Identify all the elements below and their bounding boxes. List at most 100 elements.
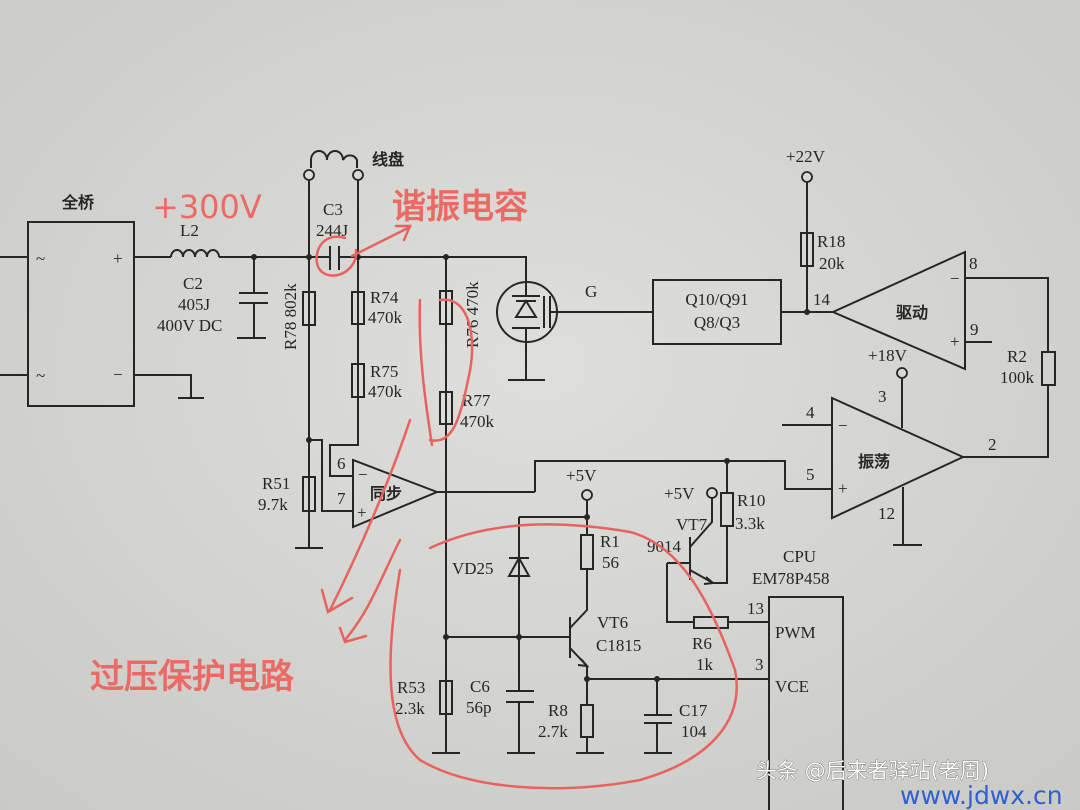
resistor-r2 bbox=[1041, 351, 1056, 386]
cpu-pwm-pin: PWM bbox=[775, 623, 816, 642]
cpu-vce-pin: VCE bbox=[775, 677, 809, 696]
capacitor-c2: C2 405J 400V DC bbox=[157, 257, 268, 339]
pin-plus: + bbox=[113, 249, 123, 268]
pin-minus: − bbox=[113, 365, 123, 384]
sync-comparator: 同步 6 7 − + bbox=[337, 454, 440, 529]
driver-stage-line1: Q10/Q91 bbox=[685, 290, 748, 309]
r10-label: R10 bbox=[737, 491, 765, 510]
watermark-site: www.jdwx.cn bbox=[900, 781, 1063, 810]
c17-label: C17 bbox=[679, 701, 708, 720]
r6-label: R6 bbox=[692, 634, 712, 653]
driver-plus: + bbox=[950, 332, 960, 351]
c2-rating: 400V DC bbox=[157, 316, 222, 335]
c6-value: 56p bbox=[466, 698, 492, 717]
cpu-title: CPU bbox=[783, 547, 816, 566]
full-bridge: 全桥 ~ ~ + − bbox=[0, 193, 204, 407]
cpu-pin-3: 3 bbox=[755, 655, 764, 674]
osc-minus: − bbox=[838, 416, 848, 435]
pin-9: 9 bbox=[970, 320, 979, 339]
pin-8: 8 bbox=[969, 254, 978, 273]
c2-label: C2 bbox=[183, 274, 203, 293]
r6-value: 1k bbox=[696, 655, 714, 674]
sync-label: 同步 bbox=[370, 484, 402, 503]
annotation-300v: +300V bbox=[152, 188, 262, 226]
r76-r77-wire bbox=[432, 257, 460, 754]
resistor-r78 bbox=[302, 291, 316, 326]
l2-label: L2 bbox=[180, 221, 199, 240]
r74-r75-wire bbox=[309, 257, 359, 512]
c6-label: C6 bbox=[470, 677, 490, 696]
pin-12: 12 bbox=[878, 504, 895, 523]
r75-label: R75 bbox=[370, 362, 398, 381]
driver-minus: − bbox=[950, 269, 960, 288]
resistor-r75 bbox=[351, 363, 365, 398]
r78-label: R78 802k bbox=[281, 283, 300, 350]
c17-value: 104 bbox=[681, 722, 707, 741]
rail-18v-label: +18V bbox=[868, 346, 908, 365]
pin-6: 6 bbox=[337, 454, 346, 473]
pin-ac1: ~ bbox=[36, 249, 45, 268]
work-coil: 线盘 bbox=[303, 150, 404, 257]
r76-label: R76 470k bbox=[463, 281, 482, 348]
cpu-model: EM78P458 bbox=[752, 569, 829, 588]
pin-5: 5 bbox=[806, 465, 815, 484]
pin-7: 7 bbox=[337, 489, 346, 508]
red-annotations: +300V 谐振电容 过压保护电路 bbox=[90, 187, 738, 790]
resistor-r53 bbox=[439, 680, 453, 715]
vt6-label: VT6 bbox=[597, 613, 628, 632]
r77-value: 470k bbox=[460, 412, 495, 431]
osc-plus: + bbox=[838, 479, 848, 498]
pin-13: 13 bbox=[747, 599, 764, 618]
driver-stage-line2: Q8/Q3 bbox=[694, 313, 740, 332]
rail-22v-label: +22V bbox=[786, 147, 826, 166]
vt6-value: C1815 bbox=[596, 636, 641, 655]
rail-5v-terminal bbox=[581, 489, 593, 501]
pin-4: 4 bbox=[806, 403, 815, 422]
resistor-r74 bbox=[351, 291, 365, 325]
resistor-r18 bbox=[800, 232, 814, 267]
resistor-r77 bbox=[439, 391, 453, 425]
r10-value: 3.3k bbox=[735, 514, 765, 533]
r2-value: 100k bbox=[1000, 368, 1035, 387]
watermark-source: 头条 @后来者驿站(老周) bbox=[756, 759, 989, 783]
rail-5v-b-label: +5V bbox=[664, 484, 695, 503]
r51-value: 9.7k bbox=[258, 495, 288, 514]
r77-label: R77 bbox=[462, 391, 491, 410]
igbt: G bbox=[496, 281, 653, 381]
rail-22v-terminal bbox=[801, 171, 813, 183]
oscillator-amplifier: +18V 3 4 − 5 + 振荡 2 12 bbox=[437, 346, 997, 546]
vt7-label: VT7 bbox=[676, 515, 708, 534]
c2-value: 405J bbox=[178, 295, 211, 314]
annotation-resonant-capacitor: 谐振电容 bbox=[392, 187, 528, 227]
driver-amplifier: 驱动 8 − 9 + bbox=[830, 250, 1049, 458]
r75-value: 470k bbox=[368, 382, 403, 401]
pin-ac2: ~ bbox=[36, 366, 45, 385]
annotation-overvoltage-circuit: 过压保护电路 bbox=[90, 657, 295, 697]
r53-value: 2.3k bbox=[395, 699, 425, 718]
inductor-l2: L2 bbox=[170, 221, 220, 258]
sync-plus: + bbox=[357, 503, 367, 522]
c3-value: 244J bbox=[316, 221, 349, 240]
driver-label: 驱动 bbox=[896, 303, 928, 322]
sync-minus: − bbox=[358, 465, 368, 484]
pin-2: 2 bbox=[988, 435, 997, 454]
resistor-r10 bbox=[720, 492, 734, 527]
r1-label: R1 bbox=[600, 532, 620, 551]
rail-5v-label: +5V bbox=[566, 466, 597, 485]
r8-value: 2.7k bbox=[538, 722, 568, 741]
c3-label: C3 bbox=[323, 200, 343, 219]
r74-label: R74 bbox=[370, 288, 399, 307]
bridge-label: 全桥 bbox=[61, 193, 95, 212]
driver-transistor-block: Q10/Q91 Q8/Q3 bbox=[652, 279, 782, 345]
pin-3: 3 bbox=[878, 387, 887, 406]
r18-value: 20k bbox=[819, 254, 845, 273]
transistor-vt7: +5V VT7 9014 bbox=[647, 461, 769, 623]
r18-label: R18 bbox=[817, 232, 845, 251]
r1-value: 56 bbox=[602, 553, 619, 572]
resistor-r76 bbox=[439, 290, 453, 325]
r74-value: 470k bbox=[368, 308, 403, 327]
cpu-chip: CPU EM78P458 PWM VCE 13 3 bbox=[747, 547, 844, 810]
resistor-r6 bbox=[693, 616, 729, 629]
